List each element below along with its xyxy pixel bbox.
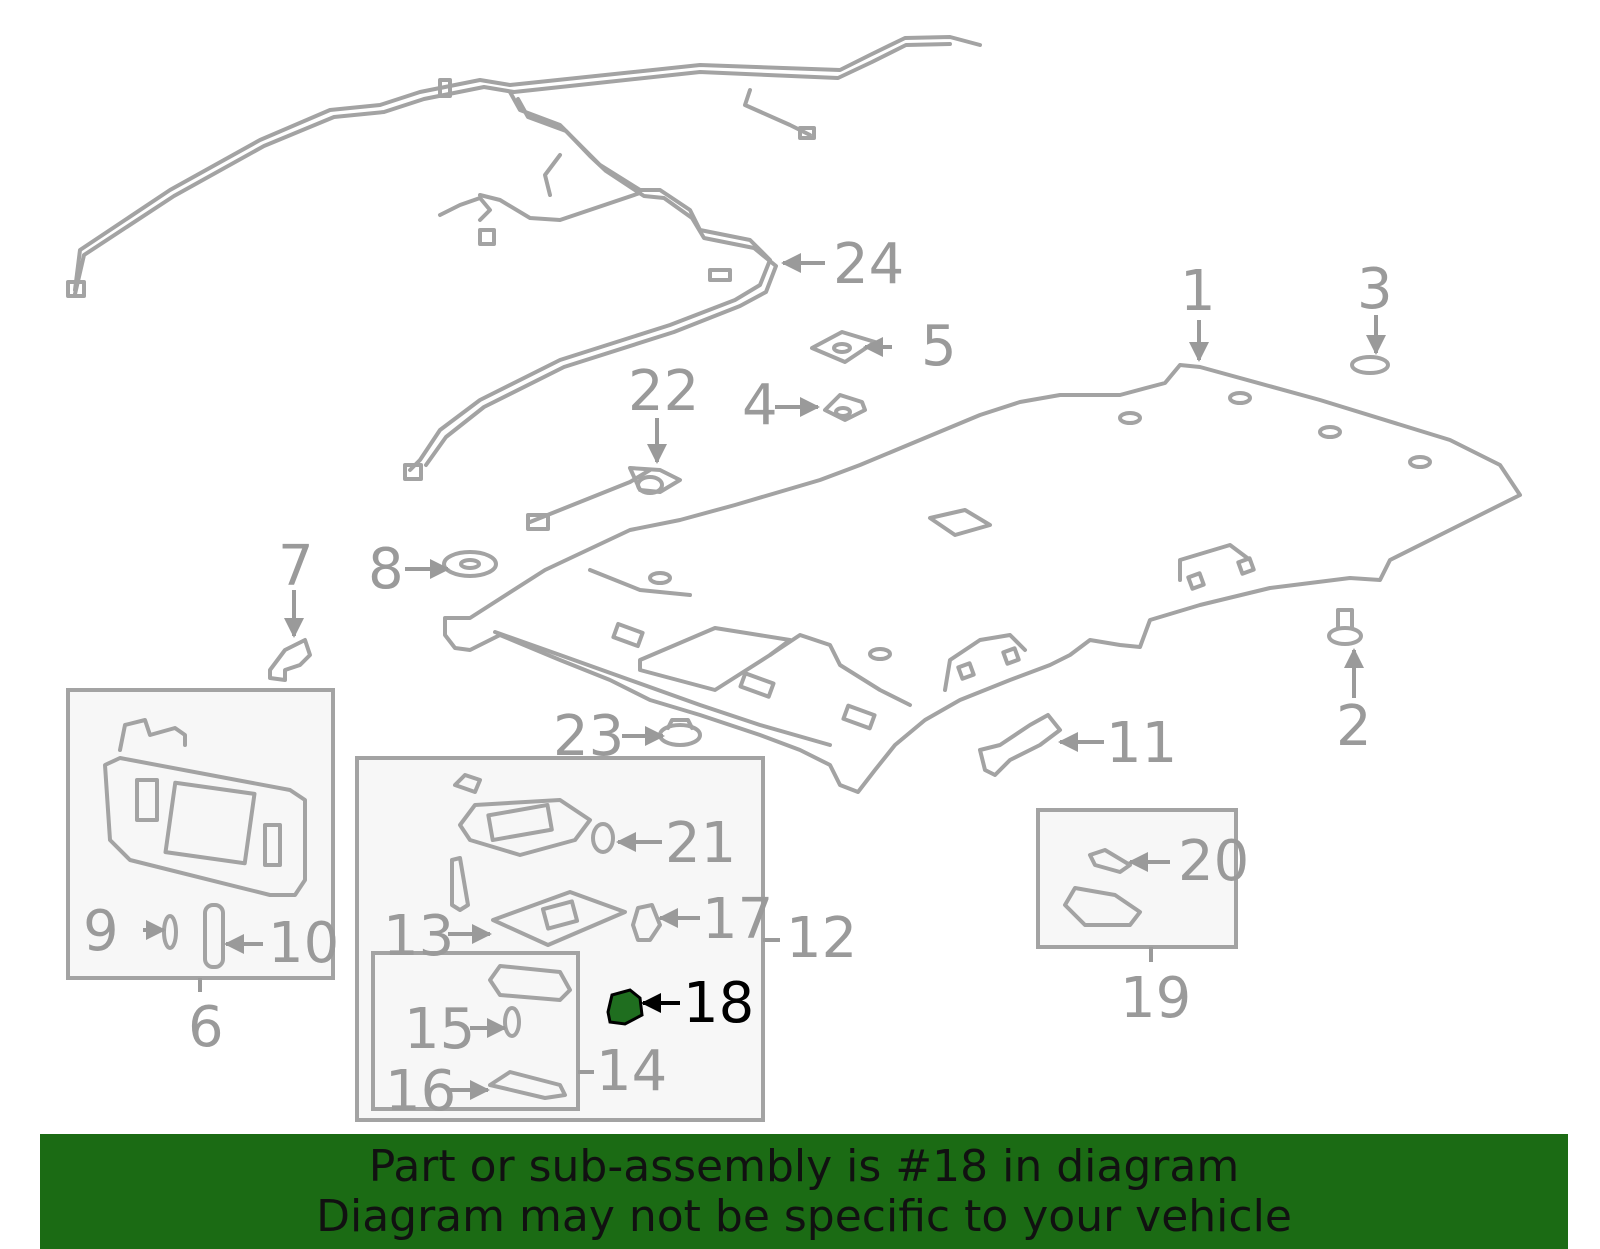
part-11-handle xyxy=(978,713,1062,777)
part-7-clip xyxy=(268,638,312,682)
group-box-19 xyxy=(1036,808,1238,949)
callout-20: 20 xyxy=(1178,829,1249,894)
callout-19: 19 xyxy=(1120,966,1191,1031)
headliner xyxy=(443,363,1522,794)
sun-visor xyxy=(103,718,307,969)
callout-10: 10 xyxy=(268,911,339,976)
callout-14: 14 xyxy=(596,1039,667,1104)
callout-16: 16 xyxy=(385,1059,456,1124)
part-18-highlighted[interactable] xyxy=(606,988,644,1026)
part-4-clip xyxy=(823,393,867,422)
banner-line-1: Part or sub-assembly is #18 in diagram xyxy=(368,1141,1240,1192)
callout-12: 12 xyxy=(786,906,857,971)
callout-11: 11 xyxy=(1106,711,1177,776)
callout-9: 9 xyxy=(83,899,119,964)
wiring-harness xyxy=(66,35,982,481)
callout-4: 4 xyxy=(742,373,778,438)
callout-13: 13 xyxy=(383,904,454,969)
callout-17: 17 xyxy=(702,887,773,952)
callout-2: 2 xyxy=(1336,694,1372,759)
banner-line-2: Diagram may not be specific to your vehi… xyxy=(316,1191,1292,1242)
callout-24: 24 xyxy=(833,232,904,297)
callout-21: 21 xyxy=(665,811,736,876)
callout-15: 15 xyxy=(404,997,475,1062)
group-box-14 xyxy=(371,951,580,1111)
part-22-wire xyxy=(526,466,682,531)
callout-5: 5 xyxy=(921,314,957,379)
callout-1: 1 xyxy=(1180,259,1216,324)
callout-22: 22 xyxy=(628,359,699,424)
callout-8: 8 xyxy=(368,537,404,602)
leader-lines xyxy=(143,253,1386,1100)
callout-3: 3 xyxy=(1357,257,1393,322)
part-8-ring xyxy=(442,550,498,578)
group-box-6 xyxy=(66,688,335,980)
callout-23: 23 xyxy=(553,704,624,769)
callout-7: 7 xyxy=(278,534,314,599)
part-2-screw xyxy=(1327,608,1363,646)
dome-lamp xyxy=(1063,848,1142,927)
callout-labels: 1 2 3 4 5 6 7 8 9 10 11 12 13 14 15 16 1… xyxy=(83,232,1393,1124)
info-banner: Part or sub-assembly is #18 in diagram D… xyxy=(40,1134,1568,1249)
callout-6: 6 xyxy=(188,995,224,1060)
part-23-retainer xyxy=(658,718,702,747)
callout-18: 18 xyxy=(683,971,754,1036)
part-3-grommet xyxy=(1350,355,1390,375)
